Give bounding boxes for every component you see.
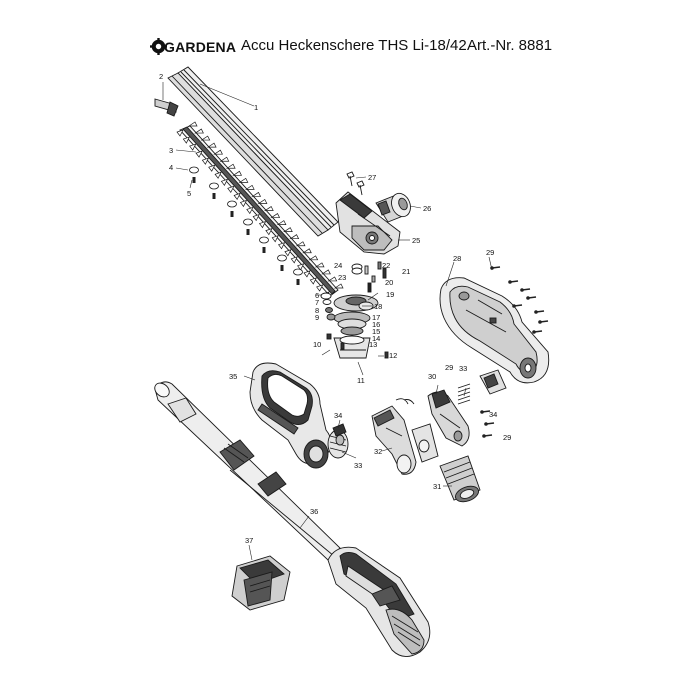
callout-20: 20 <box>385 278 393 287</box>
callout-labels: 2 1 3 4 5 27 26 25 29 28 24 22 21 23 20 … <box>159 72 511 545</box>
callout-29a: 29 <box>486 248 494 257</box>
part-32-switch-sleeve <box>371 398 417 475</box>
callout-33b: 33 <box>354 461 362 470</box>
callout-16: 16 <box>372 320 380 329</box>
callout-7: 7 <box>315 298 319 307</box>
callout-24: 24 <box>334 261 342 270</box>
part-30-switch-lever <box>427 389 470 447</box>
callout-26: 26 <box>423 204 431 213</box>
gardena-logo-icon <box>150 38 167 55</box>
callout-1: 1 <box>254 103 258 112</box>
parts-20-24-pins <box>351 261 387 293</box>
part-33-spring-left <box>327 429 349 459</box>
callout-34a: 34 <box>334 411 342 420</box>
callout-12: 12 <box>389 351 397 360</box>
part-26-motor <box>375 192 411 223</box>
callout-9: 9 <box>315 313 319 322</box>
callout-3: 3 <box>169 146 173 155</box>
callout-5: 5 <box>187 189 191 198</box>
callout-18: 18 <box>374 302 382 311</box>
part-28-housing-half <box>439 277 550 384</box>
callout-30: 30 <box>428 372 436 381</box>
callout-32: 32 <box>374 447 382 456</box>
callout-13: 13 <box>369 340 377 349</box>
part-33-spring-right <box>457 383 471 405</box>
callout-2: 2 <box>159 72 163 81</box>
parts-6-9-washers <box>320 292 336 321</box>
part-34-lock-left <box>332 423 347 437</box>
part-1-blade-guard <box>167 66 339 237</box>
callout-31: 31 <box>433 482 441 491</box>
part-27-screws <box>346 171 365 196</box>
callout-29b: 29 <box>445 363 453 372</box>
callout-19: 19 <box>386 290 394 299</box>
callout-36: 36 <box>310 507 318 516</box>
callout-35: 35 <box>229 372 237 381</box>
callout-11: 11 <box>357 376 365 385</box>
part-30-right-part <box>411 423 439 463</box>
callout-37: 37 <box>245 536 253 545</box>
part-2-end-cap <box>154 98 179 117</box>
callout-34b: 34 <box>489 410 497 419</box>
blade-hardware <box>189 166 303 285</box>
callout-10: 10 <box>313 340 321 349</box>
callout-33a: 33 <box>459 364 467 373</box>
part-34-lock-right <box>479 369 507 395</box>
callout-22: 22 <box>382 261 390 270</box>
callout-17: 17 <box>372 313 380 322</box>
part-36-shaft-handle <box>154 381 431 657</box>
part-25-gear-housing <box>335 191 401 255</box>
callout-28: 28 <box>453 254 461 263</box>
callout-21: 21 <box>402 267 410 276</box>
callout-8: 8 <box>315 306 319 315</box>
callout-15: 15 <box>372 327 380 336</box>
callout-23: 23 <box>338 273 346 282</box>
brand-name: GARDENA <box>164 39 237 55</box>
callout-27: 27 <box>368 173 376 182</box>
page-title: Accu Heckenschere THS Li-18/42 <box>241 37 467 54</box>
leader-lines <box>162 82 493 561</box>
callout-29c: 29 <box>503 433 511 442</box>
callout-14: 14 <box>372 334 380 343</box>
part-31-cable-bushing <box>439 455 481 503</box>
article-number: Art.-Nr. 8881 <box>467 37 553 54</box>
part-29-screws <box>480 266 549 438</box>
callout-4: 4 <box>169 163 173 172</box>
part-35-handle-cover <box>249 362 332 469</box>
parts-13-19-gear-assembly <box>326 294 389 359</box>
part-37-battery <box>231 555 291 611</box>
callout-6: 6 <box>315 291 319 300</box>
callout-25: 25 <box>412 236 420 245</box>
part-3-blade <box>176 121 344 299</box>
